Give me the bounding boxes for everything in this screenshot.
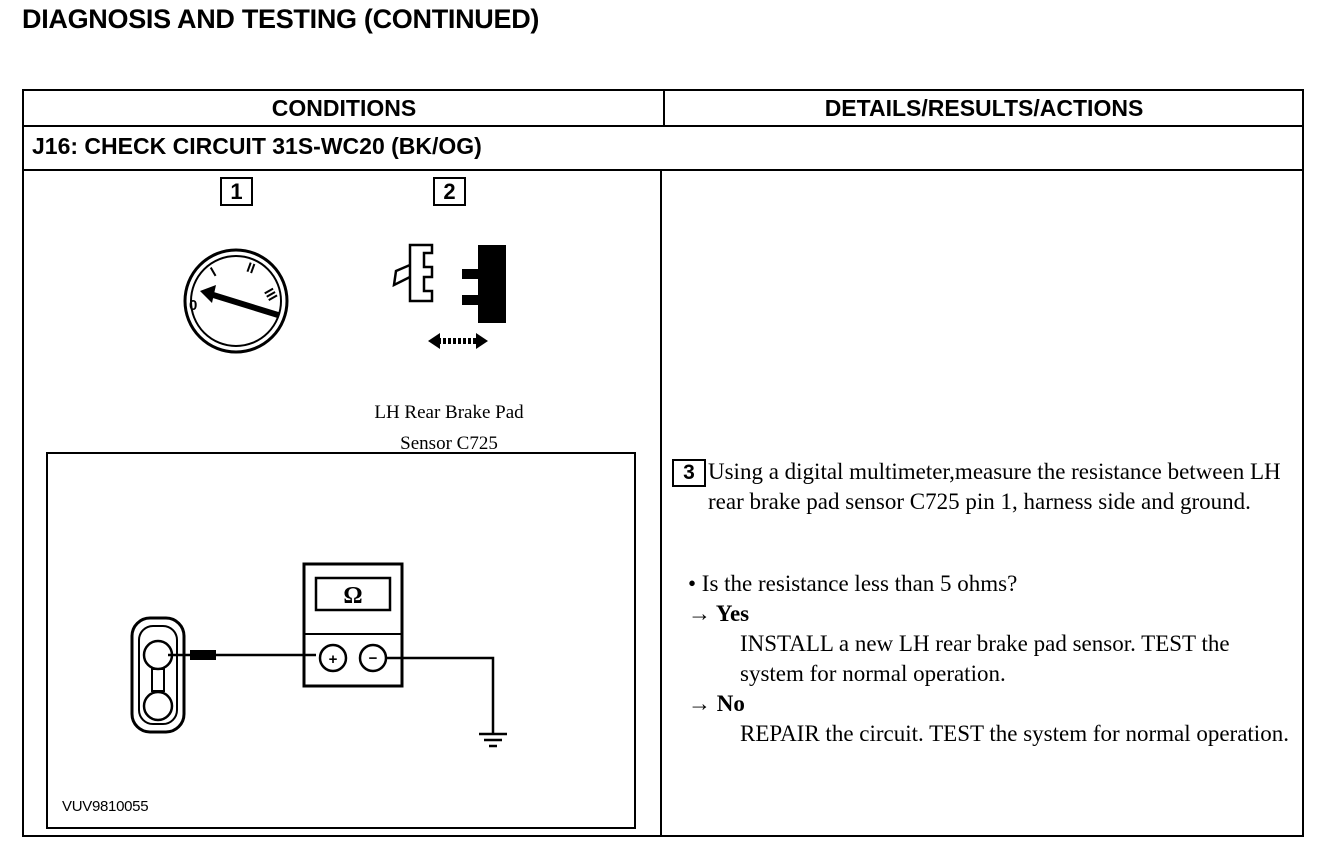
ignition-switch-icon: 0 I II III — [183, 248, 289, 354]
test-probe-icon — [168, 650, 316, 660]
switch-position-0: 0 — [189, 297, 197, 314]
yes-action: INSTALL a new LH rear brake pad sensor. … — [740, 631, 1230, 686]
circuit-diagram: Ω + − — [130, 562, 507, 748]
step-number-3: 3 — [672, 459, 706, 487]
meter-minus-terminal: − — [369, 650, 378, 667]
no-label: → No — [688, 691, 745, 716]
disconnected-connector-icon — [392, 243, 506, 349]
column-divider — [660, 171, 662, 835]
switch-position-2: II — [245, 259, 258, 277]
step-title: J16: CHECK CIRCUIT 31S-WC20 (BK/OG) — [32, 133, 482, 159]
result-question: • Is the resistance less than 5 ohms? — [688, 571, 1018, 596]
step-number-2: 2 — [433, 177, 466, 206]
conditions-column-header: CONDITIONS — [271, 95, 417, 121]
switch-position-3: III — [261, 285, 281, 303]
ground-symbol-icon — [386, 656, 507, 748]
procedure-table: CONDITIONS DETAILS/RESULTS/ACTIONS J16: … — [22, 89, 1304, 837]
multimeter-icon: Ω + − — [302, 562, 404, 688]
switch-position-1: I — [207, 264, 218, 280]
step-title-row: J16: CHECK CIRCUIT 31S-WC20 (BK/OG) — [24, 127, 1302, 171]
details-column-header: DETAILS/RESULTS/ACTIONS — [824, 95, 1144, 121]
multimeter-test-illustration: Ω + − VUV9810055 — [46, 452, 636, 829]
connector-caption-line-1: LH Rear Brake Pad — [374, 402, 524, 423]
connector-caption-line-2: Sensor C725 — [400, 433, 498, 454]
conditions-cell: 1 2 0 I II III LH Rear Brake Pad Sensor … — [24, 171, 660, 835]
details-cell: 3 Using a digital multimeter,measure the… — [662, 171, 1302, 835]
step-3-instruction: Using a digital multimeter,measure the r… — [708, 459, 1281, 514]
meter-plus-terminal: + — [329, 651, 338, 668]
sensor-connector-icon — [130, 616, 186, 734]
header-divider — [663, 91, 665, 125]
yes-label: → Yes — [688, 601, 750, 626]
step-number-1: 1 — [220, 177, 253, 206]
figure-id: VUV9810055 — [62, 798, 149, 815]
connector-caption: LH Rear Brake Pad Sensor C725 — [344, 397, 554, 459]
ohm-symbol: Ω — [343, 583, 362, 609]
page-title: DIAGNOSIS AND TESTING (CONTINUED) — [22, 4, 540, 34]
table-header-row: CONDITIONS DETAILS/RESULTS/ACTIONS — [24, 91, 1302, 127]
no-action: REPAIR the circuit. TEST the system for … — [740, 721, 1289, 746]
